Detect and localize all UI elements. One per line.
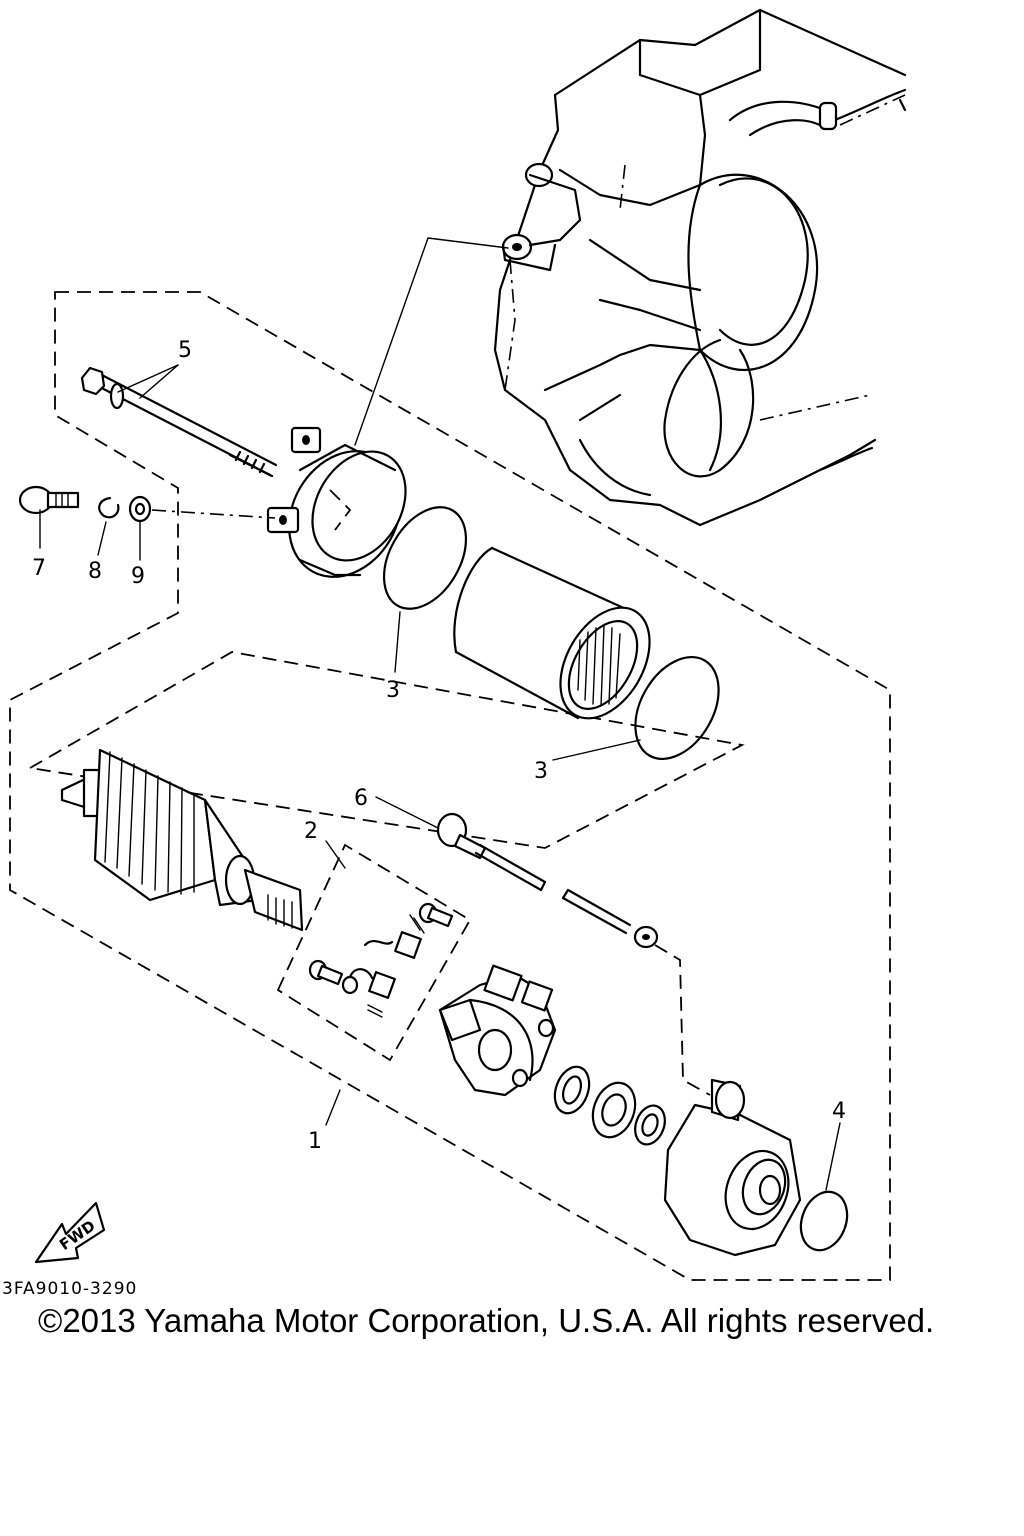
callout-numbers: 1 2 3 3 4 5 6 7 8 9 (32, 338, 846, 1154)
brush-set-part-2 (308, 902, 454, 1018)
callout-1: 1 (308, 1129, 322, 1154)
oil-seal (553, 1065, 591, 1115)
callout-3-front: 3 (386, 678, 400, 703)
callout-7: 7 (32, 556, 46, 581)
o-ring-part-4 (799, 1190, 849, 1252)
front-cover (266, 426, 407, 578)
brush-holder-plate (438, 964, 557, 1097)
o-ring-part-3-rear (634, 655, 720, 761)
assembly-boundary-lines (9, 291, 891, 1281)
o-ring-part-3-front (382, 506, 468, 610)
bearing (591, 1081, 637, 1139)
armature (60, 748, 304, 932)
lead-routing-line (654, 944, 711, 1096)
through-bolt-part-5 (80, 366, 278, 478)
rear-cover (663, 1078, 802, 1257)
yoke-housing (453, 546, 651, 720)
engine-crankcase (493, 8, 907, 527)
washer-part-9 (128, 495, 152, 523)
leader-lines (39, 237, 841, 1191)
callout-3-rear: 3 (534, 759, 548, 784)
copyright-notice: ©2013 Yamaha Motor Corporation, U.S.A. A… (38, 1302, 935, 1339)
callout-5: 5 (178, 338, 192, 363)
screw-part-7 (18, 485, 80, 515)
terminal-lead-part-6 (436, 812, 659, 949)
callout-6: 6 (354, 786, 368, 811)
callout-2: 2 (304, 819, 318, 844)
callout-4: 4 (832, 1099, 846, 1124)
screw-alignment-line (151, 509, 276, 519)
diagram-code: 3FA9010-3290 (2, 1279, 138, 1299)
callout-8: 8 (88, 559, 102, 584)
fwd-arrow-icon: FWD (34, 1201, 106, 1264)
callout-9: 9 (131, 564, 145, 589)
washer (634, 1104, 666, 1146)
circlip-part-8 (98, 496, 120, 519)
